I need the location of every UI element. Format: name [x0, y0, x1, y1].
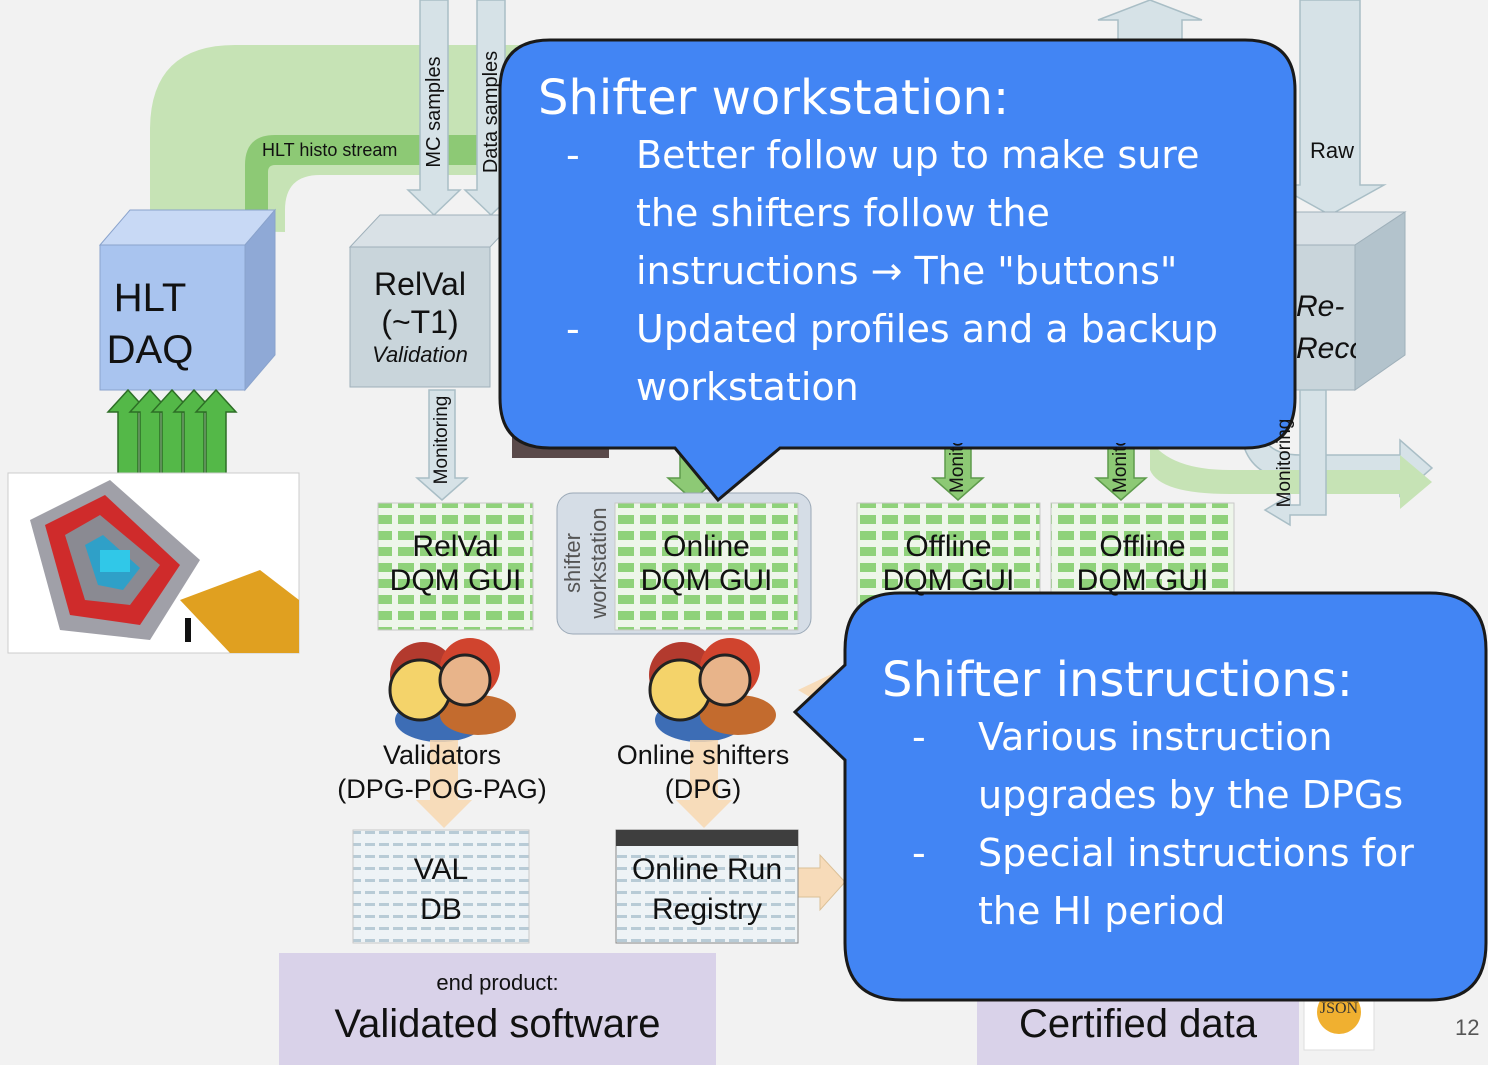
- relval-tier: (~T1): [381, 304, 459, 340]
- validated-software-box: [279, 953, 716, 1065]
- online-gui-screenshot: [614, 502, 799, 631]
- bullet-dash: -: [912, 831, 926, 875]
- certified-data-box: [977, 990, 1299, 1065]
- rereco-line1: Re-: [1296, 290, 1345, 323]
- validators-line2: (DPG-POG-PAG): [337, 774, 547, 804]
- instructions-callout-shape: [792, 591, 1488, 1002]
- val-db-label: VAL DB: [353, 850, 529, 930]
- relval-gui-screenshot: [377, 502, 534, 631]
- run-registry-label: Online Run Registry: [616, 850, 798, 930]
- right-green-stream: [1150, 440, 1432, 509]
- online-gui-line2: DQM GUI: [640, 564, 773, 597]
- cms-detector-image: [7, 472, 300, 654]
- data-samples-label: Data samples: [480, 50, 502, 174]
- relval-box-label: RelVal (~T1) Validation: [350, 265, 490, 369]
- relval-gui-label: RelVal DQM GUI: [378, 530, 533, 598]
- orange-flow-arrows: [416, 670, 846, 912]
- offline1-gui-line1: Offline: [905, 530, 992, 563]
- run-registry-line1: Online Run: [631, 853, 783, 886]
- page-number: 12: [1455, 1015, 1480, 1040]
- bullet-dash: -: [566, 133, 580, 177]
- monitoring-label-reco: Monitoring: [1274, 418, 1295, 508]
- mc-samples-label: MC samples: [423, 56, 445, 168]
- instructions-callout-list: - Various instruction upgrades by the DP…: [882, 708, 1477, 940]
- workstation-callout-item: - Updated profiles and a backup workstat…: [538, 300, 1278, 416]
- bullet-dash: -: [912, 715, 926, 759]
- offline2-gui-label: Offline DQM GUI: [1051, 530, 1234, 598]
- relval-validation: Validation: [372, 342, 468, 367]
- val-db-line1: VAL: [413, 853, 469, 886]
- validators-people-icon: [388, 638, 516, 742]
- offline1-gui-label: Offline DQM GUI: [857, 530, 1040, 598]
- hlt-box-label: HLT DAQ: [100, 272, 200, 376]
- validated-caption: end product:: [436, 970, 559, 995]
- val-db-line2: DB: [420, 893, 462, 926]
- offline2-gui-line2: DQM GUI: [1076, 564, 1209, 597]
- online-gui-label: Online DQM GUI: [615, 530, 798, 598]
- offline1-gui-line2: DQM GUI: [882, 564, 1015, 597]
- instructions-callout: Shifter instructions: - Various instruct…: [882, 652, 1477, 940]
- shifter-workstation-label: shifter workstation: [560, 507, 612, 618]
- workstation-callout-shape: [498, 38, 1297, 503]
- run-registry-screenshot: [615, 829, 799, 944]
- instructions-callout-title: Shifter instructions:: [882, 652, 1353, 708]
- online-shifters-label: Online shifters (DPG): [600, 738, 806, 806]
- monitoring-arrows: [415, 389, 1327, 527]
- run-registry-line2: Registry: [651, 893, 763, 926]
- workstation-callout-list: - Better follow up to make sure the shif…: [538, 126, 1278, 416]
- certified-data-label: Certified data: [1019, 1002, 1257, 1046]
- online-shifters-people-icon: [648, 638, 776, 742]
- relval-box: [348, 214, 522, 388]
- online-shifters-line2: (DPG): [664, 774, 742, 804]
- offline2-gui-line1: Offline: [1099, 530, 1186, 563]
- hlt-histo-stream-label: HLT histo stream: [262, 140, 398, 160]
- relval-gui-line1: RelVal: [412, 530, 499, 563]
- online-shifters-line1: Online shifters: [616, 740, 790, 770]
- daq-label: DAQ: [106, 328, 194, 372]
- workstation-callout-item: - Better follow up to make sure the shif…: [538, 126, 1278, 300]
- relval-gui-line2: DQM GUI: [389, 564, 522, 597]
- instructions-callout-item: - Special instructions for the HI period: [882, 824, 1477, 940]
- hlt-daq-box: [98, 208, 277, 392]
- instructions-callout-item: - Various instruction upgrades by the DP…: [882, 708, 1477, 824]
- workstation-callout-title: Shifter workstation:: [538, 70, 1010, 126]
- relval-title: RelVal: [374, 266, 466, 302]
- workstation-callout: Shifter workstation: - Better follow up …: [538, 70, 1278, 416]
- shifter-line2: workstation: [586, 507, 611, 619]
- json-badge-label: JSON: [1319, 1000, 1359, 1017]
- rereco-line2: Reco: [1296, 332, 1356, 365]
- monitoring-label-offline1: Monitoring: [947, 443, 968, 493]
- validators-label: Validators (DPG-POG-PAG): [326, 738, 558, 806]
- rereco-box-label: Re- Reco: [1296, 286, 1356, 370]
- validated-software-label: Validated software: [334, 1002, 661, 1046]
- detector-input-arrows: [106, 388, 238, 476]
- val-db-screenshot: [352, 829, 530, 944]
- bullet-dash: -: [566, 307, 580, 351]
- monitoring-label-relval: Monitoring: [431, 395, 452, 485]
- shifter-line1: shifter: [560, 533, 585, 593]
- raw-label: Raw: [1310, 138, 1355, 163]
- hlt-label: HLT: [113, 276, 187, 320]
- validators-line1: Validators: [382, 740, 502, 770]
- online-gui-line1: Online: [663, 530, 750, 563]
- monitoring-label-offline2: Monitoring: [1110, 443, 1131, 493]
